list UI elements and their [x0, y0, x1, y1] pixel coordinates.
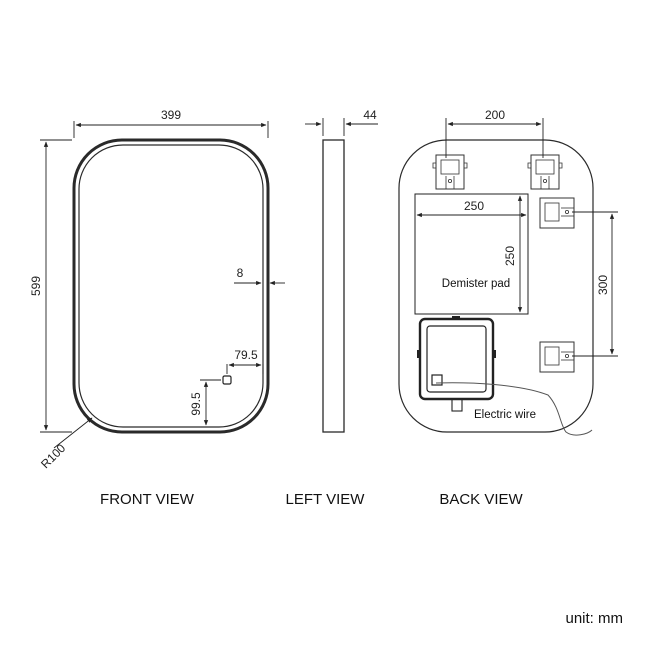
front-outer-frame	[72, 138, 270, 434]
radius-label: R100	[38, 441, 68, 471]
driver-box	[417, 316, 496, 412]
side-bottom-bracket	[539, 341, 575, 373]
sensor-switch-icon	[222, 375, 232, 385]
sensor-bottom-label: 99.5	[189, 392, 203, 416]
back-outer-frame	[398, 139, 594, 433]
top-left-bracket	[432, 154, 468, 190]
sensor-right-label: 79.5	[234, 348, 258, 362]
front-height-label: 599	[29, 276, 43, 296]
frame-offset-label: 8	[237, 266, 244, 280]
pad-width-label: 250	[464, 199, 484, 213]
demister-pad	[414, 193, 529, 315]
side-bracket-spacing-label: 300	[596, 275, 610, 295]
left-view: 44	[305, 108, 378, 433]
radius-leader-line	[53, 417, 93, 449]
front-view: 399 599 R100 8 79.5 99.5	[29, 108, 285, 471]
depth-label: 44	[363, 108, 377, 122]
side-top-bracket	[539, 197, 575, 229]
left-side-profile	[322, 139, 345, 433]
bracket-spacing-label: 200	[485, 108, 505, 122]
back-view: 200 250 250 Demister pad 300	[398, 108, 618, 436]
electric-wire-label: Electric wire	[474, 409, 536, 421]
electric-wire	[435, 382, 593, 436]
left-view-caption: LEFT VIEW	[286, 491, 366, 508]
front-width-label: 399	[161, 108, 181, 122]
pad-height-label: 250	[503, 246, 517, 266]
front-view-caption: FRONT VIEW	[100, 491, 195, 508]
back-view-caption: BACK VIEW	[439, 491, 523, 508]
top-right-bracket	[527, 154, 563, 190]
front-inner-frame	[78, 144, 264, 428]
demister-pad-label: Demister pad	[442, 278, 510, 290]
unit-label: unit: mm	[565, 610, 623, 627]
